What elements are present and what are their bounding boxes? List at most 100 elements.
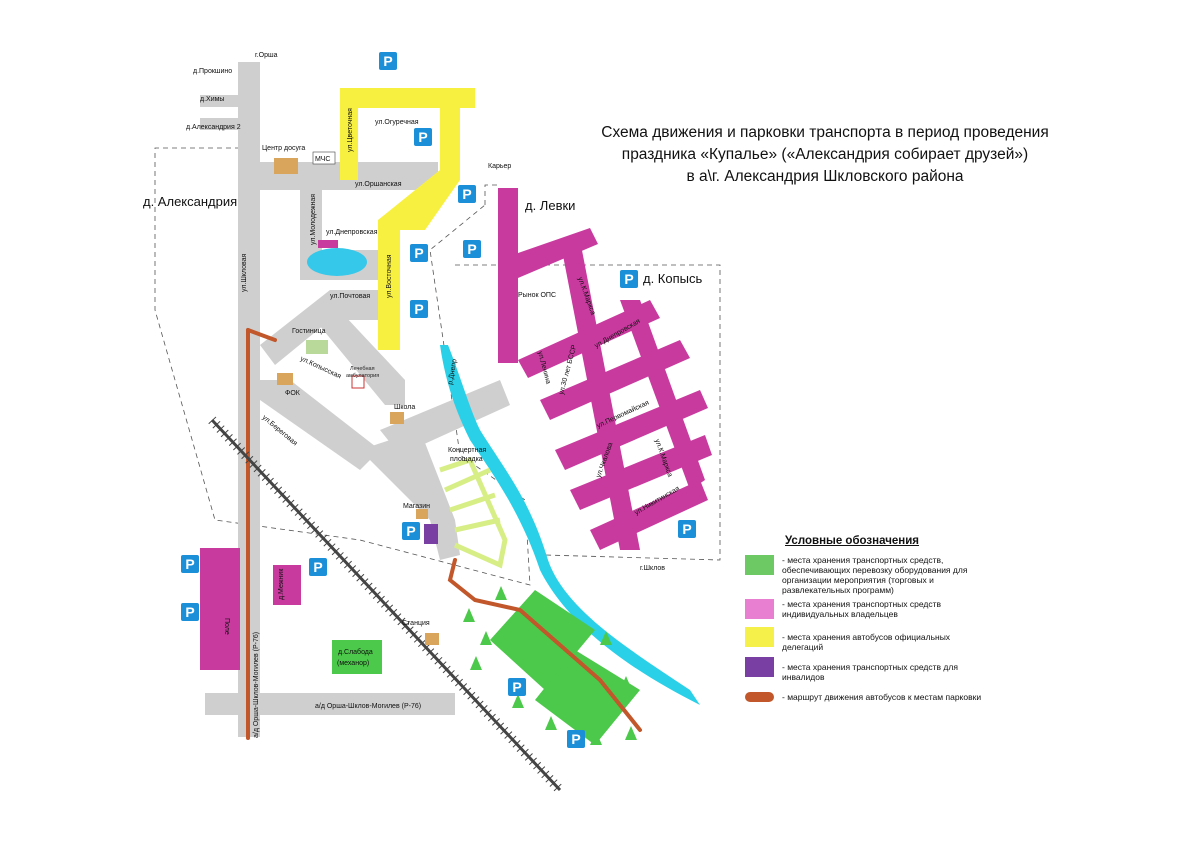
street-molodezhnaya: ул.Молодежная: [310, 194, 317, 245]
magenta-road-5: [570, 435, 712, 510]
road-orshanskaya: [238, 162, 438, 190]
map-title: Схема движения и парковки транспорта в п…: [520, 122, 1130, 188]
label-karier: Карьер: [488, 163, 511, 170]
street-dneprovskaya: ул.Днепровская: [326, 229, 378, 236]
railway: [208, 416, 564, 794]
svg-text:P: P: [383, 53, 392, 69]
svg-text:P: P: [313, 559, 322, 575]
svg-text:P: P: [185, 604, 194, 620]
yellow-zone-shape: [340, 88, 475, 350]
tree-icon: [470, 656, 482, 670]
buildings: [274, 151, 439, 645]
green-zone-north: [490, 590, 595, 690]
route-south: [447, 558, 642, 732]
poi-centr-dosuga: Центр досуга: [262, 145, 305, 152]
legend-text-pink: - места хранения транспортных средств ин…: [782, 599, 942, 619]
road-molodezhnaya: [300, 175, 322, 250]
label-proshkino: д.Прокшино: [193, 68, 232, 75]
svg-text:P: P: [462, 186, 471, 202]
poi-rynok: Рынок ОПС: [518, 292, 556, 299]
svg-text:P: P: [512, 679, 521, 695]
legend-text-yellow: - места хранения автобусов официальных д…: [782, 632, 951, 652]
delegation-bus-zone: [340, 88, 475, 350]
magazin-icon: [416, 509, 428, 519]
label-highway-horizontal: а/д Орша-Шклов-Могилев (Р-76): [315, 703, 421, 710]
parking-sign-icon: P: [379, 52, 397, 70]
legend-swatch-purple: [745, 657, 774, 677]
tree-icon: [463, 608, 475, 622]
label-shklov: г.Шклов: [640, 565, 665, 572]
legend-item-pink: - места хранения транспортных средств ин…: [745, 599, 992, 619]
road-to-magazin: [360, 430, 460, 560]
lake: [307, 248, 367, 276]
parking-sign-icon: P: [410, 300, 428, 318]
tree-icon: [625, 726, 637, 740]
magenta-mezhniki: [273, 565, 301, 605]
parking-sign-icon: P: [463, 240, 481, 258]
parking-sign-icon: P: [410, 244, 428, 262]
magenta-road-diagonal: [560, 240, 640, 550]
legend-item-green: - места хранения транспортных средств, о…: [745, 555, 992, 595]
individual-parking-zone: [200, 188, 712, 670]
parking-sign-icon: P: [508, 678, 526, 696]
label-levki: д. Левки: [525, 198, 575, 213]
label-kopys: д. Копысь: [643, 271, 702, 286]
street-orshanskaya: ул.Оршанская: [355, 181, 402, 188]
fok-icon: [277, 373, 293, 385]
svg-text:P: P: [414, 245, 423, 261]
tree-icon: [620, 676, 632, 690]
ambulatoria-icon: [351, 375, 365, 389]
svg-text:P: P: [418, 129, 427, 145]
levki-boundary: [484, 184, 500, 205]
magenta-road-diagonal2: [620, 300, 705, 490]
label-sloboda-1: д.Слабода: [338, 648, 373, 656]
tree-icon: [590, 731, 602, 745]
parking-sign-icon: P: [402, 522, 420, 540]
label-polye: Поле: [223, 618, 230, 635]
svg-text:P: P: [185, 556, 194, 572]
parking-sign-icon: P: [309, 558, 327, 576]
street-vostochnaya: ул.Восточная: [386, 254, 393, 298]
tree-icon: [495, 586, 507, 600]
poi-koncert-1: Концертная: [448, 447, 486, 454]
legend-item-yellow: - места хранения автобусов официальных д…: [745, 627, 992, 652]
poi-mchs: МЧС: [315, 156, 330, 163]
magenta-road-north: [498, 188, 518, 363]
concert-pathways: [439, 456, 508, 569]
legend-swatch-route: [745, 692, 774, 702]
label-sloboda-2: (механор): [337, 660, 369, 667]
svg-text:P: P: [406, 523, 415, 539]
parking-sign-icon: P: [620, 270, 638, 288]
legend-text-green: - места хранения транспортных средств, о…: [782, 555, 968, 595]
road-pochtovaya: [260, 290, 380, 365]
parking-sign-icon: P: [181, 603, 199, 621]
bus-route: [246, 328, 642, 740]
sloboda-mechanor: [332, 640, 382, 674]
green-zone-south: [535, 650, 640, 745]
parking-sign-icon: P: [678, 520, 696, 538]
legend-swatch-green: [745, 555, 774, 575]
road-beregovaya: [260, 380, 380, 470]
road-center: [238, 190, 260, 230]
road-aleksandria2: [200, 118, 238, 130]
gostinitsa-icon: [306, 340, 328, 354]
magenta-field-west: [200, 548, 240, 670]
parking-sign-icon: P: [414, 128, 432, 146]
street-shklovskaya: ул.Шкловая: [241, 253, 248, 292]
tree-icon: [545, 716, 557, 730]
street-kopysskaya: ул.Копысская: [299, 355, 342, 380]
svg-text:P: P: [682, 521, 691, 537]
label-aleksandria2: д.Александрия 2: [186, 124, 241, 131]
lake-parking-spot: [318, 240, 338, 248]
parking-signs: P P P P P P P P P P P P P P: [181, 52, 696, 748]
parking-sign-icon: P: [181, 555, 199, 573]
svg-text:P: P: [467, 241, 476, 257]
label-highway-vertical: а/д Орша-Шклов-Могилев (Р-76): [253, 632, 260, 738]
equipment-transport-zone: [490, 590, 640, 745]
parking-sign-icon: P: [567, 730, 585, 748]
mchs-icon: [312, 151, 336, 165]
street-pochtovaya: ул.Почтовая: [330, 293, 370, 300]
street-tsvetochnaya: ул.Цветочная: [347, 108, 354, 152]
centr-dosuga-icon: [274, 158, 298, 174]
svg-text:P: P: [624, 271, 633, 287]
